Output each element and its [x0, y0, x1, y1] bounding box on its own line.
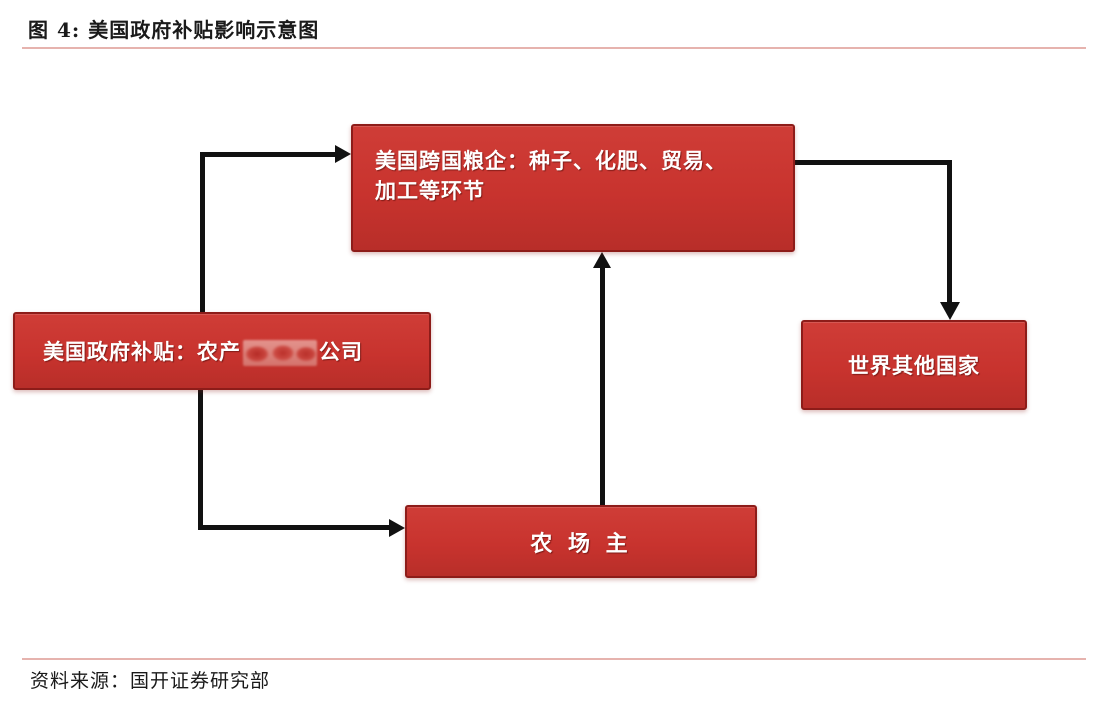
- edge-farmer-to-agribiz-arrowhead: [593, 252, 611, 268]
- edge-agribiz-to-othercountries-arrowhead: [940, 302, 960, 320]
- edge-subsidy-to-agribiz-arrowhead: [335, 145, 351, 163]
- node-us-multinational-grain-companies[interactable]: 美国跨国粮企：种子、化肥、贸易、 加工等环节: [351, 124, 795, 252]
- edge-subsidy-to-farmer-vertical: [198, 390, 203, 530]
- edge-subsidy-to-farmer-horizontal: [198, 525, 392, 530]
- node-farmer-label: 农 场 主: [530, 530, 632, 557]
- redaction-blur-mask: [243, 340, 317, 367]
- title-divider-rule: [22, 47, 1086, 49]
- node-subsidy-text: 美国政府补贴：农产 公司: [43, 336, 363, 367]
- source-note: 资料来源：国开证券研究部: [30, 670, 271, 692]
- edge-subsidy-to-agribiz-horizontal: [200, 152, 337, 157]
- edge-subsidy-to-farmer-arrowhead: [389, 519, 405, 537]
- node-us-government-subsidy[interactable]: 美国政府补贴：农产 公司: [13, 312, 431, 390]
- source-divider-rule: [22, 658, 1086, 660]
- figure-title: 图 4: 美国政府补贴影响示意图: [28, 18, 320, 42]
- node-agribiz-line2: 加工等环节: [375, 177, 485, 203]
- node-other-countries[interactable]: 世界其他国家: [801, 320, 1027, 410]
- edge-agribiz-to-othercountries-horizontal: [795, 160, 952, 165]
- node-agribiz-text: 美国跨国粮企：种子、化肥、贸易、 加工等环节: [375, 146, 727, 206]
- edge-subsidy-to-agribiz-vertical: [200, 152, 205, 314]
- node-othercountries-label: 世界其他国家: [848, 353, 980, 378]
- diagram-canvas: 美国跨国粮企：种子、化肥、贸易、 加工等环节 美国政府补贴：农产 公司 世界其他国…: [0, 52, 1108, 656]
- node-agribiz-line1: 美国跨国粮企：种子、化肥、贸易、: [375, 148, 727, 173]
- node-farmer[interactable]: 农 场 主: [405, 505, 757, 578]
- node-subsidy-text-after: 公司: [319, 338, 363, 364]
- edge-farmer-to-agribiz-vertical: [600, 267, 605, 507]
- node-subsidy-text-before: 美国政府补贴：农产: [43, 338, 241, 364]
- edge-agribiz-to-othercountries-vertical: [947, 160, 952, 305]
